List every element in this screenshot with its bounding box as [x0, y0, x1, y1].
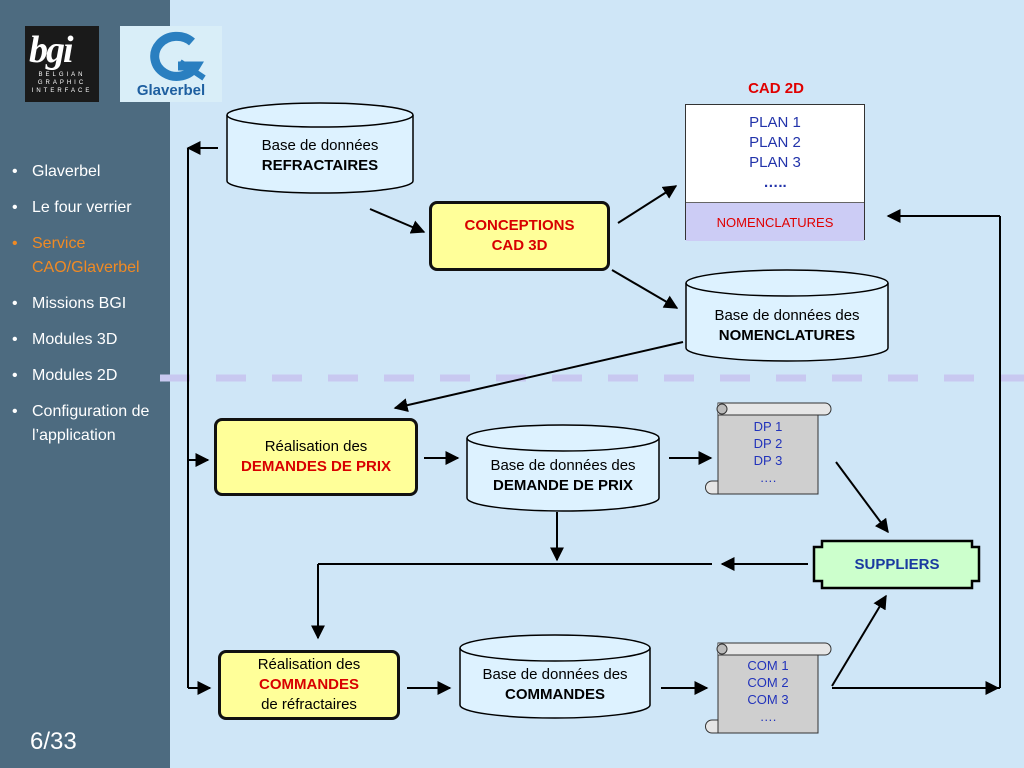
nav-item-four-verrier[interactable]: Le four verrier	[12, 196, 172, 220]
nav-item-configuration[interactable]: Configuration de l’application	[12, 400, 172, 448]
dp-item: DP 2	[753, 436, 783, 451]
cad2d-nomenclatures: NOMENCLATURES	[686, 202, 864, 241]
conceptions-line2: CAD 3D	[491, 237, 548, 254]
com-item: COM 3	[747, 692, 789, 707]
realisation-cmd-line2: COMMANDES	[259, 676, 359, 693]
db-nomenclatures-label: Base de données des NOMENCLATURES	[686, 306, 888, 346]
cad2d-plan: PLAN 2	[749, 134, 801, 151]
cylinder-commandes	[459, 634, 651, 719]
db-demande-prix-line1: Base de données des	[490, 457, 636, 474]
com-item: COM 2	[747, 675, 789, 690]
connectors	[186, 141, 1001, 695]
bgi-logo-line: GRAPHIC	[37, 80, 87, 86]
bgi-logo-mark: bgi	[29, 29, 74, 71]
cad2d-plans: PLAN 1 PLAN 2 PLAN 3 …..	[686, 113, 864, 193]
bgi-logo-line: BELGIAN	[38, 72, 86, 78]
realisation-dp-line1: Réalisation des	[264, 438, 368, 455]
conceptions-line1: CONCEPTIONS	[464, 217, 575, 234]
db-commandes-line2: COMMANDES	[505, 686, 605, 703]
com-item: COM 1	[747, 658, 789, 673]
nav-item-modules-3d[interactable]: Modules 3D	[12, 328, 172, 352]
db-nomenclatures-line2: NOMENCLATURES	[718, 327, 856, 344]
db-commandes-line1: Base de données des	[482, 666, 628, 683]
bgi-logo-line: INTERFACE	[31, 88, 93, 94]
bgi-logo: bgi BELGIAN GRAPHIC INTERFACE	[25, 26, 99, 102]
glaverbel-logo: Glaverbel	[120, 26, 222, 102]
realisation-dp-line2: DEMANDES DE PRIX	[240, 458, 392, 475]
db-refractaires-label: Base de données REFRACTAIRES	[227, 136, 413, 176]
sidebar: bgi BELGIAN GRAPHIC INTERFACE Glaverbel …	[0, 0, 222, 768]
cad2d-plan: PLAN 3	[749, 154, 801, 171]
dp-item: DP 1	[753, 419, 783, 434]
dp-item: ….	[759, 470, 777, 485]
com-item: ….	[759, 709, 777, 724]
cylinder-nomenclatures	[685, 269, 889, 362]
db-refractaires-line1: Base de données	[261, 137, 379, 154]
db-refractaires-line2: REFRACTAIRES	[261, 157, 379, 174]
cad2d-plan-ellipsis: …..	[763, 174, 787, 191]
nav-item-missions-bgi[interactable]: Missions BGI	[12, 292, 172, 316]
dp-item: DP 3	[753, 453, 783, 468]
cylinder-demande-prix	[466, 424, 660, 512]
realisation-dp-box: Réalisation des DEMANDES DE PRIX	[214, 418, 418, 496]
glaverbel-logo-word: Glaverbel	[136, 82, 206, 99]
db-commandes-label: Base de données des COMMANDES	[460, 665, 650, 705]
cylinder-refractaires	[226, 102, 414, 194]
glaverbel-g-icon	[150, 31, 206, 81]
nav-item-modules-2d[interactable]: Modules 2D	[12, 364, 172, 388]
db-nomenclatures-line1: Base de données des	[714, 307, 860, 324]
nav-menu: Glaverbel Le four verrier Service CAO/Gl…	[12, 160, 172, 460]
cad2d-title: CAD 2D	[748, 80, 804, 97]
db-demande-prix-label: Base de données des DEMANDE DE PRIX	[467, 456, 659, 496]
scroll-com	[705, 642, 832, 734]
suppliers-shape	[812, 539, 981, 590]
conceptions-box: CONCEPTIONS CAD 3D	[429, 201, 610, 271]
suppliers-label: SUPPLIERS	[854, 555, 940, 573]
nav-item-service-cao[interactable]: Service CAO/Glaverbel	[12, 232, 172, 280]
realisation-cmd-line3: de réfractaires	[261, 696, 357, 713]
com-scroll-text: COM 1 COM 2 COM 3 ….	[720, 657, 816, 725]
realisation-cmd-line1: Réalisation des	[257, 656, 361, 673]
cad2d-plan: PLAN 1	[749, 114, 801, 131]
page-number: 6/33	[30, 728, 77, 755]
scroll-dp	[705, 402, 832, 495]
db-demande-prix-line2: DEMANDE DE PRIX	[492, 477, 634, 494]
cad2d-box: PLAN 1 PLAN 2 PLAN 3 ….. NOMENCLATURES	[685, 104, 865, 241]
nav-item-glaverbel[interactable]: Glaverbel	[12, 160, 172, 184]
dp-scroll-text: DP 1 DP 2 DP 3 ….	[720, 418, 816, 486]
realisation-cmd-box: Réalisation des COMMANDES de réfractaire…	[218, 650, 400, 720]
